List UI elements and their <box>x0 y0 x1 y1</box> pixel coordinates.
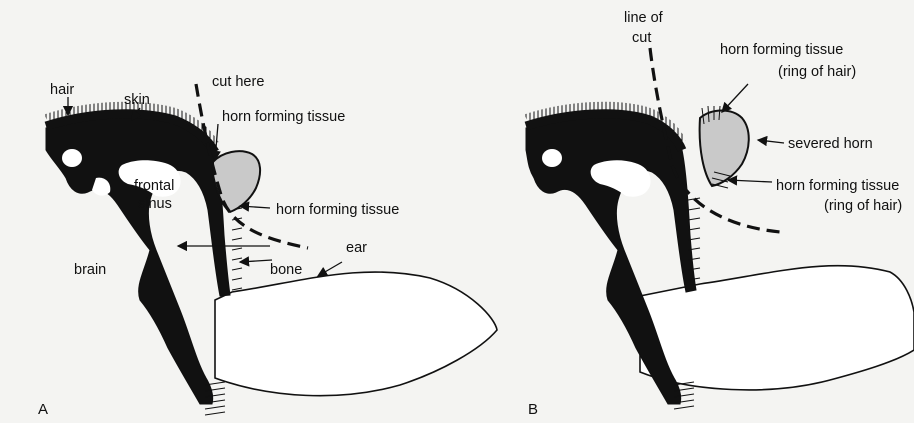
label-horn-tissue-bottom: horn forming tissue <box>276 202 399 218</box>
ear-outline <box>640 266 914 390</box>
panel-b: line of cut horn forming tissue (ring of… <box>526 10 914 418</box>
ear-outline <box>215 272 497 396</box>
arrow-bone-right <box>240 260 272 262</box>
label-horn-tissue-top: horn forming tissue <box>222 109 345 125</box>
label-ear: ear <box>346 240 367 256</box>
label-hair: hair <box>50 82 74 98</box>
label-ring-bottom: (ring of hair) <box>824 198 902 214</box>
panel-letter-b: B <box>528 401 538 418</box>
arrow-horn-tissue-bottom <box>728 180 772 182</box>
panel-a: hair skin cut here horn forming tissue f… <box>38 74 497 418</box>
hair-fringe <box>232 198 242 290</box>
label-cut: cut <box>632 30 651 46</box>
cavity <box>542 149 562 167</box>
arrow-horn-tissue-top <box>722 84 748 112</box>
arrow-severed-horn <box>758 140 784 143</box>
panel-letter-a: A <box>38 401 48 418</box>
label-severed-horn: severed horn <box>788 136 873 152</box>
label-horn-tissue-bottom: horn forming tissue <box>776 178 899 194</box>
label-sinus: sinus <box>138 196 172 212</box>
label-line-of: line of <box>624 10 664 26</box>
label-brain: brain <box>74 262 106 278</box>
label-ring-top: (ring of hair) <box>778 64 856 80</box>
label-cut-here: cut here <box>212 74 264 90</box>
label-bone: bone <box>270 262 302 278</box>
label-frontal: frontal <box>134 178 174 194</box>
label-skin: skin <box>124 92 150 108</box>
label-horn-tissue-top: horn forming tissue <box>720 42 843 58</box>
arrow-horn-tissue-bottom <box>240 206 270 208</box>
cavity <box>62 149 82 167</box>
